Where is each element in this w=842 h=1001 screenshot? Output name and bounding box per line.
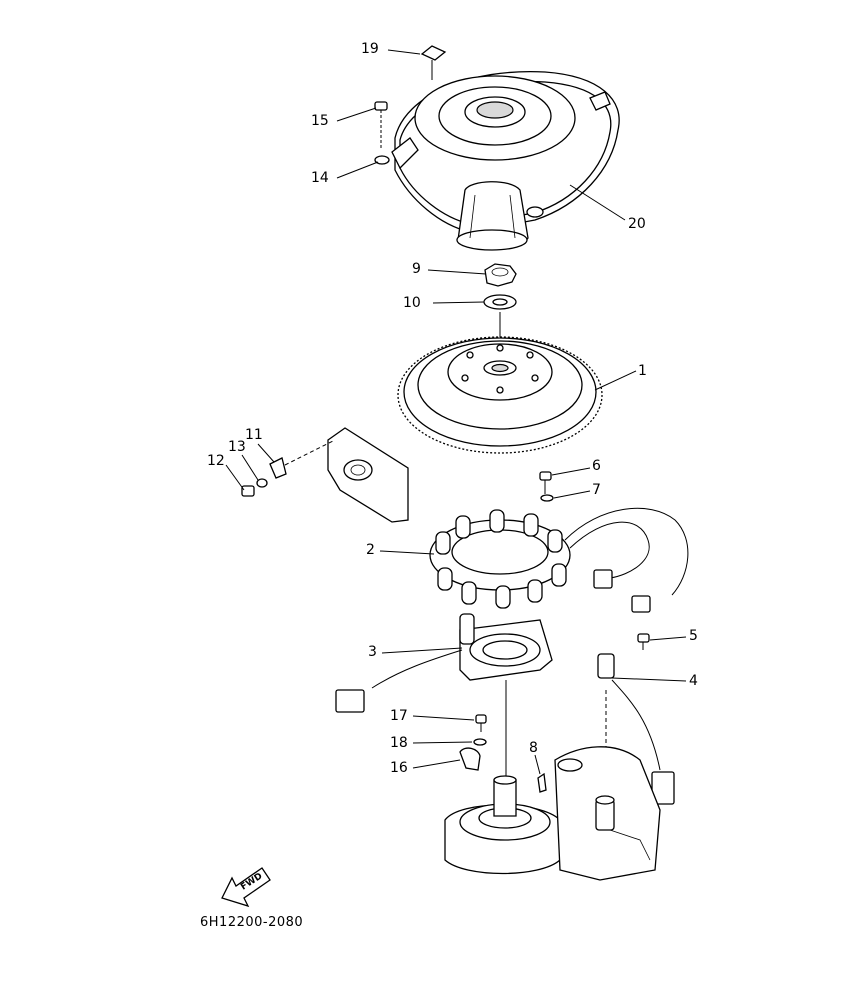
callout-18: 18 [390,735,408,751]
flywheel-cover [374,70,620,251]
nut-9 [484,263,517,287]
screw-12 [241,485,255,497]
callout-6: 6 [592,458,601,474]
callout-3: 3 [368,644,377,660]
washer-7 [540,494,554,502]
powerhead-block [444,746,661,881]
mount-bracket [284,427,409,523]
leader-lines [225,49,687,775]
clip-11 [269,457,287,479]
callout-11: 11 [245,427,263,443]
sensor-4 [597,653,675,810]
clamp-16 [459,747,481,771]
pulser-coil-base [335,613,553,780]
callout-1: 1 [638,363,647,379]
diagram-code: 6H12200-2080 [200,915,304,930]
screw-17 [475,714,487,732]
washer-13 [256,478,268,488]
key-8 [537,772,547,793]
callout-15: 15 [311,113,329,129]
screw-6 [539,471,552,494]
washer-10 [483,294,517,310]
callout-7: 7 [592,482,601,498]
callout-17: 17 [390,708,408,724]
callout-19: 19 [361,41,379,57]
callout-4: 4 [689,673,698,689]
screw-5 [637,633,650,650]
flywheel [397,336,603,454]
callout-16: 16 [390,760,408,776]
callout-10: 10 [403,295,421,311]
label-plate-19 [420,45,447,80]
callout-12: 12 [207,453,225,469]
callout-2: 2 [366,542,375,558]
stator-assembly [429,507,689,613]
callout-5: 5 [689,628,698,644]
callout-13: 13 [228,439,246,455]
fwd-arrow [221,867,271,908]
callout-8: 8 [529,740,538,756]
callout-20: 20 [628,216,646,232]
bolt-15 [374,101,388,150]
washer-18 [473,738,487,746]
callout-14: 14 [311,170,329,186]
callout-9: 9 [412,261,421,277]
